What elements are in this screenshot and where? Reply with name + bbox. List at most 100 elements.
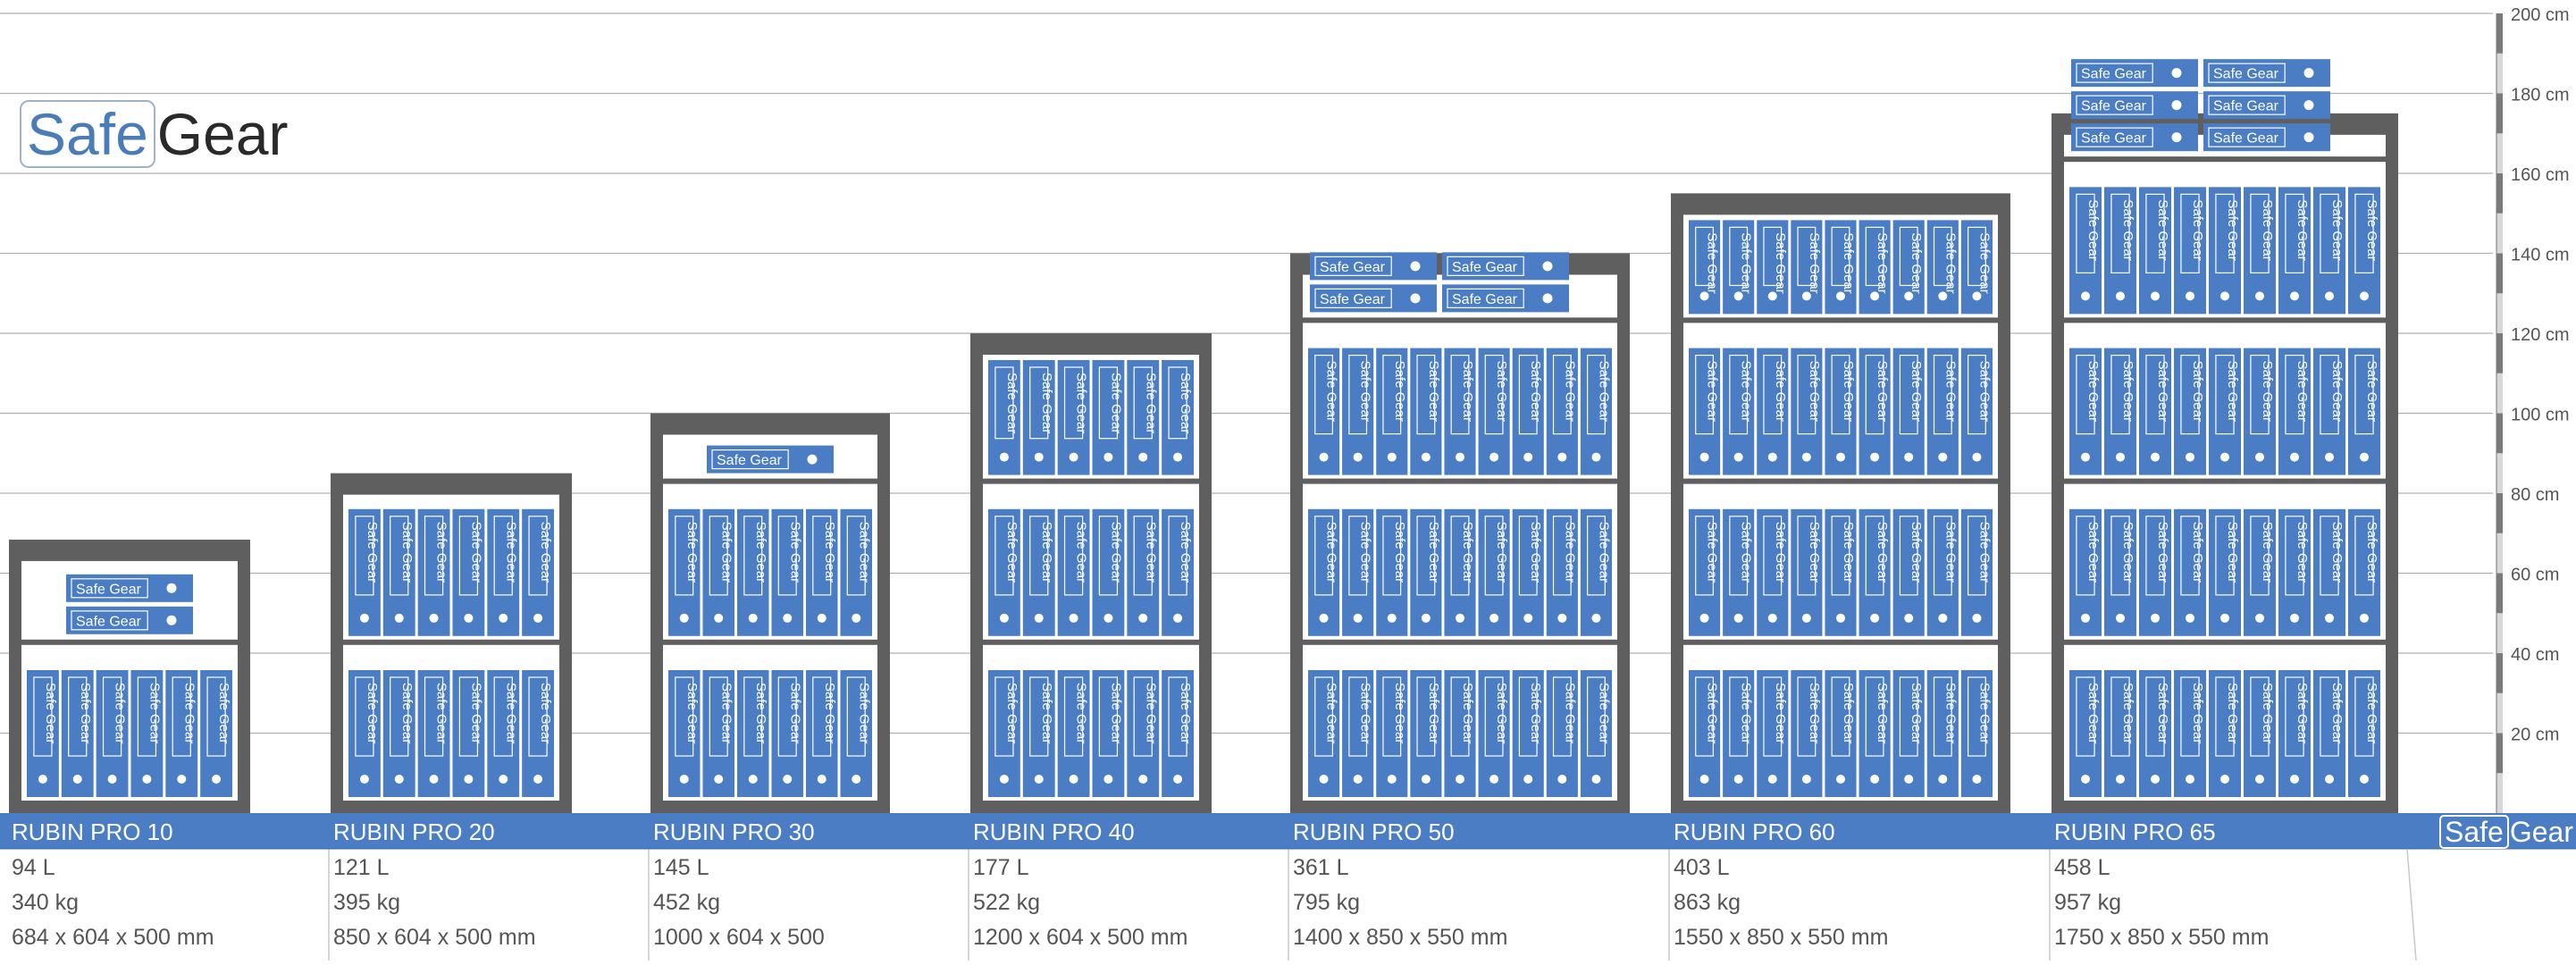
binder-vertical: Safe Gear [1960, 670, 1993, 797]
shelf [983, 639, 1199, 645]
binder-vertical: Safe Gear [2209, 348, 2241, 475]
binder-label: Safe Gear [538, 522, 553, 583]
binder-vertical: Safe Gear [1757, 220, 1789, 315]
height-tick-label: 60 cm [2511, 566, 2559, 585]
binder-label: Safe Gear [753, 522, 768, 583]
spec-dimensions: 1200 x 604 x 500 mm [973, 925, 1188, 950]
binder-hole [1904, 291, 1914, 301]
binder-label: Safe Gear [2155, 199, 2170, 260]
binder-hole [1938, 452, 1948, 462]
binder-hole [177, 775, 187, 784]
binder-vertical: Safe Gear [1127, 670, 1160, 797]
binder-vertical: Safe Gear [1757, 348, 1789, 475]
binder-label: Safe Gear [2085, 522, 2101, 583]
ruler-segment [2496, 773, 2503, 813]
binder-hole [499, 775, 508, 784]
binder-hole [1319, 613, 1329, 623]
binder-hole [1387, 775, 1397, 784]
binder-hole [429, 613, 439, 623]
binder-vertical: Safe Gear [1162, 508, 1194, 636]
binder-hole [464, 775, 474, 784]
binder-horizontal: Safe Gear [66, 606, 193, 634]
binder-label: Safe Gear [78, 683, 93, 743]
spec-weight: 395 kg [333, 890, 401, 915]
binder-label: Safe Gear [1875, 522, 1890, 583]
binder-hole [748, 613, 758, 623]
binder-label: Safe Gear [1039, 683, 1054, 743]
binder-label: Safe Gear [1976, 361, 1992, 422]
binder-label: Safe Gear [718, 683, 734, 743]
binder-label: Safe Gear [1942, 522, 1958, 583]
binder-label: Safe Gear [787, 683, 802, 743]
binder-label: Safe Gear [1773, 361, 1788, 422]
binder-vertical: Safe Gear [1757, 670, 1789, 797]
spec-dimensions: 1000 x 604 x 500 [653, 925, 825, 950]
binder-label: Safe Gear [1739, 522, 1754, 583]
binder-hole [999, 613, 1009, 623]
binder-hole [2255, 613, 2264, 623]
binder-vertical: Safe Gear [2313, 187, 2345, 315]
height-tick-label: 200 cm [2511, 5, 2570, 25]
binder-label: Safe Gear [1392, 683, 1407, 743]
binder-vertical: Safe Gear [2313, 348, 2345, 475]
height-tick-label: 40 cm [2511, 645, 2559, 665]
binder-hole [1591, 613, 1601, 623]
binder-hole [2290, 291, 2299, 301]
binder-label: Safe Gear [2190, 522, 2205, 583]
binder-hole [1421, 452, 1431, 462]
binder-vertical: Safe Gear [1376, 348, 1408, 475]
binder-horizontal: Safe Gear [707, 445, 834, 474]
binder-vertical: Safe Gear [2244, 187, 2276, 315]
binder-hole [1138, 613, 1148, 623]
binder-label: Safe Gear [1074, 522, 1089, 583]
binder-vertical: Safe Gear [1342, 670, 1374, 797]
binder-hole [1034, 613, 1044, 623]
binder-vertical: Safe Gear [1092, 360, 1125, 475]
binder-hole [1173, 452, 1183, 462]
binder-vertical: Safe Gear [1057, 360, 1090, 475]
binder-hole [1870, 452, 1880, 462]
binder-hole [2081, 291, 2090, 301]
binder-hole [1523, 613, 1533, 623]
binder-label: Safe Gear [1074, 373, 1089, 433]
binder-vertical: Safe Gear [1960, 220, 1993, 315]
binder-label: Safe Gear [1875, 232, 1890, 293]
binder-vertical: Safe Gear [2174, 670, 2206, 797]
shelf [1683, 317, 1998, 323]
binder-vertical: Safe Gear [988, 508, 1020, 636]
binder-label: Safe Gear [1460, 361, 1475, 422]
binder-label: Safe Gear [365, 522, 380, 583]
binder-label: Safe Gear [1562, 683, 1577, 743]
binder-vertical: Safe Gear [2209, 187, 2241, 315]
binder-hole [1410, 261, 1421, 272]
info-bar [0, 813, 2576, 849]
binder-label: Safe Gear [1773, 683, 1788, 743]
binder-label: Safe Gear [1004, 373, 1019, 433]
ruler-segment [2496, 573, 2503, 614]
height-tick-label: 20 cm [2511, 726, 2559, 745]
height-tick-label: 100 cm [2511, 406, 2570, 425]
binder-label: Safe Gear [856, 522, 871, 583]
binder-label: Safe Gear [2364, 199, 2379, 260]
binder-vertical: Safe Gear [2278, 187, 2311, 315]
binder-hole [679, 775, 689, 784]
binder-hole [2220, 613, 2229, 623]
ruler-segment [2496, 213, 2503, 254]
binder-vertical: Safe Gear [382, 508, 415, 636]
spec-volume: 403 L [1674, 855, 1730, 880]
binder-hole [1489, 775, 1499, 784]
binder-label: Safe Gear [76, 614, 142, 629]
binder-hole [1836, 452, 1845, 462]
binder-hole [2081, 452, 2090, 462]
binder-vertical: Safe Gear [1825, 670, 1857, 797]
binder-vertical: Safe Gear [2069, 348, 2102, 475]
binder-label: Safe Gear [468, 522, 483, 583]
binder-label: Safe Gear [1494, 683, 1509, 743]
binder-hole [2151, 452, 2160, 462]
model-name: RUBIN PRO 30 [653, 818, 815, 845]
binder-hole [1870, 775, 1880, 784]
